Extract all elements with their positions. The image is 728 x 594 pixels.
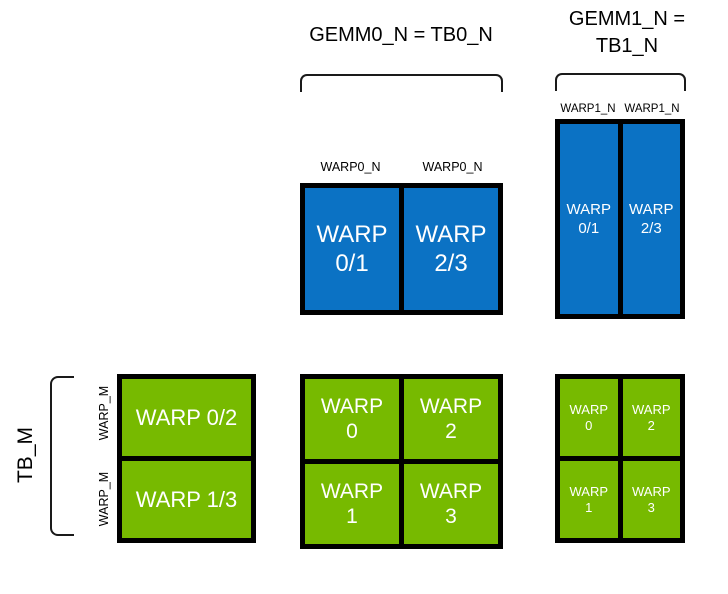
output-warp-tile-group-left: WARP 0/2 WARP 1/3 — [117, 374, 256, 543]
warp-tile-blue1-0-1[interactable]: WARP 0/1 — [560, 124, 618, 314]
warp-tile-green-mid-1[interactable]: WARP 1 — [305, 464, 399, 544]
gemm0-n-title: GEMM0_N = TB0_N — [309, 24, 493, 46]
warp-tile-line2: 0/1 — [335, 250, 369, 277]
warp-tile-green-mid-3[interactable]: WARP 3 — [404, 464, 498, 544]
warp-tile-line1: WARP — [566, 201, 611, 218]
gemm1-n-span-bracket — [555, 73, 686, 91]
warp-tile-line2: 2 — [445, 420, 457, 443]
warp-tile-line1: WARP — [320, 395, 384, 418]
warp-tile-line1: WARP — [320, 480, 384, 503]
warp-m-label-top: WARP_M — [97, 385, 111, 441]
warp-tile-line2: 0/1 — [578, 220, 600, 237]
warp0-n-label-left: WARP0_N — [320, 160, 381, 174]
warp-tile-line2: 3 — [647, 499, 655, 515]
gemm1-warp-tile-group: WARP 0/1 WARP 2/3 — [555, 119, 685, 319]
warp-tile-line2: 0 — [346, 420, 358, 443]
warp0-n-label-right: WARP0_N — [422, 160, 483, 174]
warp-tile-line1: WARP — [415, 221, 487, 248]
gemm0-n-span-bracket — [300, 74, 503, 92]
gemm1-n-title: GEMM1_N = TB1_N — [568, 8, 686, 57]
warp-tile-green-0-2[interactable]: WARP 0/2 — [122, 379, 251, 456]
warp-tile-line1: WARP — [631, 483, 671, 499]
warp-tile-green-right-1[interactable]: WARP 1 — [560, 461, 618, 538]
warp-tile-green-mid-2[interactable]: WARP 2 — [404, 379, 498, 459]
warp-tile-line1: WARP 0/2 — [135, 404, 238, 430]
warp-tile-line1: WARP — [631, 401, 671, 417]
warp-tile-green-mid-0[interactable]: WARP 0 — [305, 379, 399, 459]
warp1-n-label-left: WARP1_N — [560, 103, 616, 115]
output-warp-tile-group-middle: WARP 0 WARP 2 WARP 1 WARP 3 — [300, 374, 503, 549]
warp-tile-line1: WARP 1/3 — [135, 486, 238, 512]
warp-tile-line1: WARP — [316, 221, 388, 248]
output-warp-tile-group-right: WARP 0 WARP 2 WARP 1 WARP 3 — [555, 374, 685, 543]
warp-tile-line1: WARP — [569, 483, 609, 499]
warp-tile-line2: 0 — [585, 417, 593, 433]
warp1-n-label-right: WARP1_N — [624, 103, 680, 115]
warp-tile-line2: 2/3 — [640, 220, 662, 237]
tb-m-label: TB_M — [14, 427, 37, 484]
gemm0-warp-tile-group: WARP 0/1 WARP 2/3 — [300, 183, 503, 315]
warp-tile-line1: WARP — [419, 480, 483, 503]
warp-tile-line1: WARP — [629, 201, 674, 218]
warp-tile-blue-0-1[interactable]: WARP 0/1 — [305, 188, 399, 310]
warp-tile-line2: 3 — [445, 505, 457, 528]
warp-m-label-bottom: WARP_M — [97, 471, 111, 527]
warp-tile-green-right-0[interactable]: WARP 0 — [560, 379, 618, 456]
warp-tile-line1: WARP — [419, 395, 483, 418]
warp-tile-green-right-2[interactable]: WARP 2 — [622, 379, 680, 456]
warp-tile-green-1-3[interactable]: WARP 1/3 — [122, 461, 251, 538]
warp-tile-line2: 1 — [585, 499, 593, 515]
warp-tile-line2: 1 — [346, 505, 358, 528]
warp-tile-green-right-3[interactable]: WARP 3 — [622, 461, 680, 538]
tb-m-span-bracket — [50, 376, 74, 536]
warp-tile-blue1-2-3[interactable]: WARP 2/3 — [622, 124, 680, 314]
warp-tile-line2: 2/3 — [434, 250, 468, 277]
warp-tile-line2: 2 — [647, 417, 655, 433]
warp-tile-line1: WARP — [569, 401, 609, 417]
warp-tile-blue-2-3[interactable]: WARP 2/3 — [404, 188, 498, 310]
